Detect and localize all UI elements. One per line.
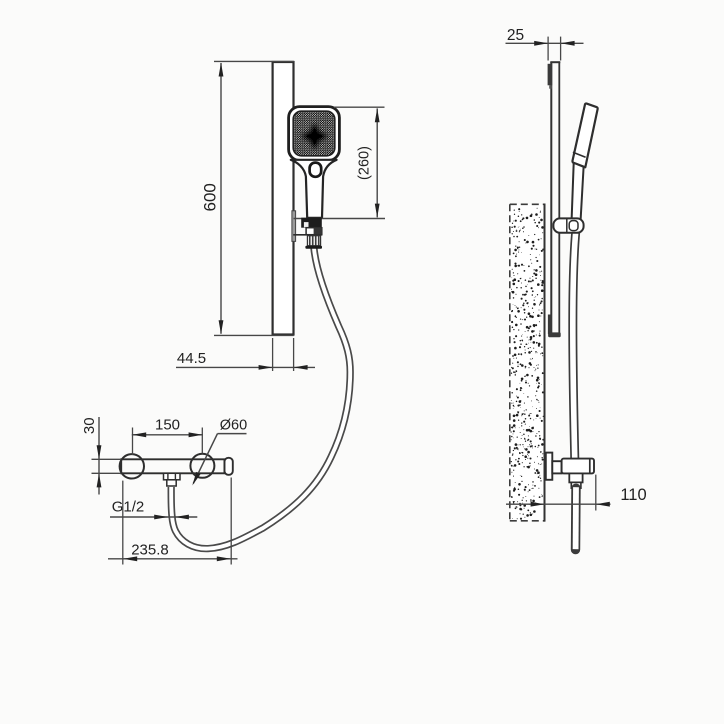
svg-text:30: 30 (81, 417, 98, 434)
svg-text:Ø60: Ø60 (220, 417, 247, 433)
svg-text:110: 110 (620, 486, 646, 504)
svg-text:44.5: 44.5 (177, 350, 206, 367)
svg-text:(260): (260) (357, 146, 373, 180)
svg-text:G1/2: G1/2 (112, 498, 145, 515)
svg-text:235.8: 235.8 (131, 541, 169, 558)
svg-text:600: 600 (201, 183, 220, 211)
svg-text:150: 150 (155, 417, 180, 434)
svg-text:25: 25 (507, 27, 524, 44)
